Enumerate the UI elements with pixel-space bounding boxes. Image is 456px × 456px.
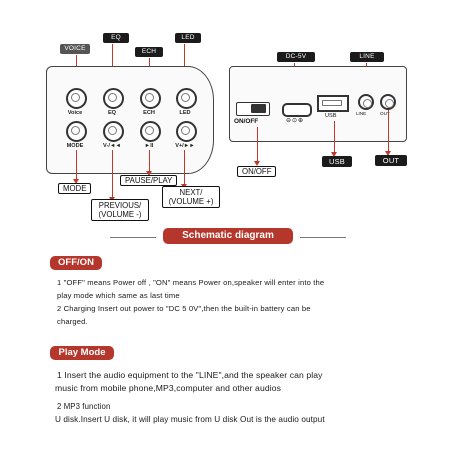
ech-knob-label: ECH bbox=[143, 110, 155, 116]
next-tag: NEXT/ (VOLUME +) bbox=[162, 186, 220, 208]
next-button[interactable] bbox=[176, 121, 197, 142]
voice-tag: VOICE bbox=[60, 44, 90, 54]
previous-tag: PREVIOUS/ (VOLUME -) bbox=[91, 199, 149, 221]
on-off-tag: ON/OFF bbox=[237, 166, 277, 177]
voice-knob-label: Voice bbox=[67, 110, 83, 116]
play-pause-button-label: ►II bbox=[144, 143, 154, 149]
out-connector bbox=[383, 110, 393, 156]
next-tag-line1: NEXT/ bbox=[179, 188, 203, 197]
eq-knob[interactable] bbox=[103, 88, 124, 109]
play-mode-section-title: Play Mode bbox=[50, 346, 114, 360]
schematic-heading: Schematic diagram bbox=[163, 228, 293, 244]
on-off-connector bbox=[252, 127, 262, 166]
off-on-section-title: OFF/ON bbox=[50, 256, 102, 270]
power-switch-knob bbox=[251, 104, 266, 113]
line-jack-label: LINE bbox=[356, 111, 367, 116]
out-jack-label: OUT bbox=[380, 111, 390, 116]
previous-tag-line2: (VOLUME -) bbox=[98, 210, 142, 219]
heading-rule-left bbox=[110, 237, 156, 239]
power-switch-label: ON/OFF bbox=[234, 118, 259, 125]
usb-port[interactable] bbox=[317, 95, 349, 112]
heading-rule-right bbox=[300, 237, 346, 239]
dc-polarity-icon: ⊖⊙⊕ bbox=[286, 118, 305, 124]
led-knob-label: LED bbox=[179, 110, 191, 116]
pause-play-tag: PAUSE/PLAY bbox=[120, 175, 178, 186]
ech-tag: ECH bbox=[135, 47, 163, 57]
play-mode-line-3: 2 MP3 function bbox=[57, 402, 111, 411]
off-on-section-body: 1 "OFF" means Power off , "ON" means Pow… bbox=[57, 276, 324, 328]
ech-knob[interactable] bbox=[140, 88, 161, 109]
previous-tag-line1: PREVIOUS/ bbox=[98, 201, 142, 210]
play-pause-button[interactable] bbox=[140, 121, 161, 142]
play-mode-line-4: U disk.Insert U disk, it will play music… bbox=[55, 415, 325, 424]
power-switch[interactable] bbox=[236, 102, 270, 116]
voice-knob[interactable] bbox=[66, 88, 87, 109]
usb-tag: USB bbox=[322, 156, 352, 167]
previous-button-label: V-/◄◄ bbox=[103, 143, 121, 149]
off-on-line-4: charged. bbox=[57, 317, 88, 326]
out-tag: OUT bbox=[375, 155, 407, 166]
next-tag-line2: (VOLUME +) bbox=[168, 197, 214, 206]
play-connector bbox=[144, 150, 154, 176]
mode-button[interactable] bbox=[66, 121, 87, 142]
usb-port-slot bbox=[322, 100, 342, 106]
next-button-label: V+/►► bbox=[175, 143, 195, 149]
dc-tag: DC-5V bbox=[277, 52, 315, 62]
eq-knob-label: EQ bbox=[107, 110, 117, 116]
mode-button-label: MODE bbox=[66, 143, 84, 149]
off-on-line-1: 1 "OFF" means Power off , "ON" means Pow… bbox=[57, 278, 325, 287]
play-mode-section-body: 1 Insert the audio equipment to the "LIN… bbox=[55, 369, 325, 426]
dc-port[interactable] bbox=[282, 103, 312, 117]
usb-port-label: USB bbox=[325, 113, 337, 119]
out-jack[interactable] bbox=[380, 94, 396, 110]
usb-connector bbox=[329, 121, 339, 157]
previous-button[interactable] bbox=[103, 121, 124, 142]
play-mode-line-2: music from mobile phone,MP3,computer and… bbox=[55, 383, 281, 393]
control-panel bbox=[46, 66, 214, 174]
mode-tag: MODE bbox=[58, 183, 92, 194]
led-tag: LED bbox=[175, 33, 201, 43]
previous-connector bbox=[107, 150, 117, 202]
led-knob[interactable] bbox=[176, 88, 197, 109]
line-tag: LINE bbox=[350, 52, 384, 62]
line-jack[interactable] bbox=[358, 94, 374, 110]
play-mode-line-1: 1 Insert the audio equipment to the "LIN… bbox=[57, 370, 323, 380]
mode-connector bbox=[71, 150, 81, 184]
off-on-line-3: 2 Charging Insert out power to "DC 5 0V"… bbox=[57, 304, 311, 313]
next-connector bbox=[179, 150, 189, 189]
eq-tag: EQ bbox=[103, 33, 129, 43]
off-on-line-2: play mode which same as last time bbox=[57, 291, 180, 300]
